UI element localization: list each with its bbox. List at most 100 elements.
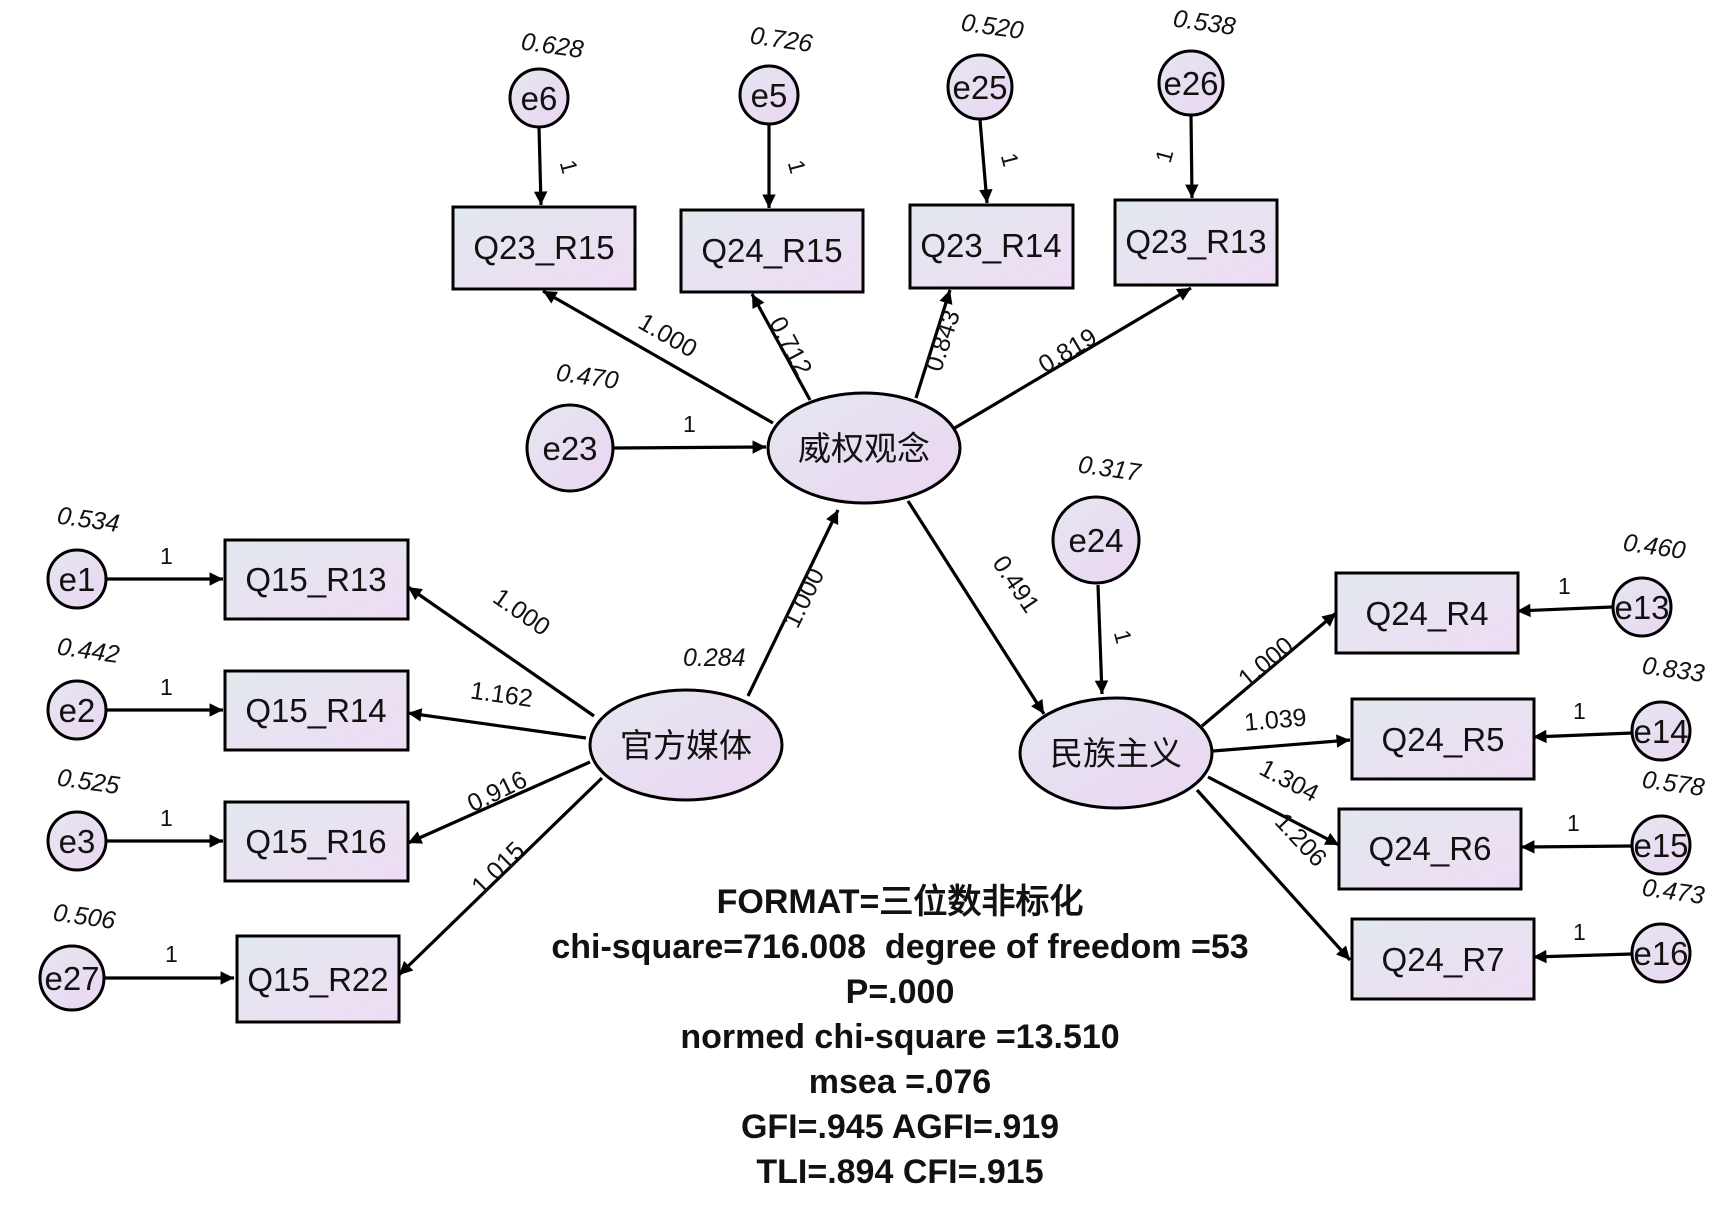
edge-nationalism-Q24_R5 xyxy=(1212,734,1351,753)
variance-e23: 0.470 xyxy=(554,359,620,395)
edge-media-Q15_R14 xyxy=(407,708,587,740)
fixed-e27: 1 xyxy=(165,941,178,967)
indicator-Q24_R5: Q24_R5 xyxy=(1350,697,1536,781)
edge-authority-Q24_R15 xyxy=(750,293,812,401)
edge-authority-Q23_R15 xyxy=(542,289,774,425)
edge-nationalism-Q24_R6 xyxy=(1207,775,1340,847)
variance-e26: 0.538 xyxy=(1171,5,1237,41)
error-e6: e6 xyxy=(508,67,570,129)
fit-format: FORMAT=三位数非标化 xyxy=(716,883,1084,921)
fit-normed-chi-square: normed chi-square =13.510 xyxy=(680,1018,1120,1056)
error-e24: e24 xyxy=(1051,495,1141,585)
edge-authority-nationalism xyxy=(906,500,1046,715)
label-Q24_R6: Q24_R6 xyxy=(1369,830,1492,867)
edge-e26-Q23_R13 xyxy=(1185,114,1199,199)
fit-p-value: P=.000 xyxy=(845,973,955,1011)
loading-Q15_R16: 0.916 xyxy=(463,765,532,818)
fixed-e24: 1 xyxy=(1109,627,1137,646)
label-e5: e5 xyxy=(751,77,788,114)
label-e6: e6 xyxy=(521,80,558,117)
edge-e23-authority xyxy=(613,440,767,454)
error-e23: e23 xyxy=(525,403,615,493)
label-e23: e23 xyxy=(542,430,597,467)
indicator-Q23_R13: Q23_R13 xyxy=(1113,198,1279,287)
label-Q23_R15: Q23_R15 xyxy=(473,229,614,266)
edge-e13-Q24_R4 xyxy=(1516,603,1613,618)
label-e15: e15 xyxy=(1633,827,1688,864)
observed-variables: Q23_R15 Q24_R15 Q23_R14 Q23_R13 Q15_R13 … xyxy=(223,198,1536,1024)
label-Q15_R13: Q15_R13 xyxy=(245,561,386,598)
error-e3: e3 xyxy=(46,810,108,872)
fixed-e3: 1 xyxy=(160,805,173,831)
model-fit-statistics: FORMAT=三位数非标化 chi-square=716.008 degree … xyxy=(420,880,1380,1195)
label-Q15_R22: Q15_R22 xyxy=(247,961,388,998)
variance-e3: 0.525 xyxy=(55,764,121,800)
latent-authority: 威权观念 xyxy=(766,391,962,505)
variance-e25: 0.520 xyxy=(959,9,1025,45)
indicator-Q24_R15: Q24_R15 xyxy=(679,208,865,294)
variance-e16: 0.473 xyxy=(1640,874,1706,910)
fixed-e25: 1 xyxy=(996,150,1024,169)
label-Q24_R7: Q24_R7 xyxy=(1382,941,1505,978)
loading-Q24_R15: 0.712 xyxy=(763,312,817,380)
indicator-Q15_R14: Q15_R14 xyxy=(223,669,410,752)
error-e2: e2 xyxy=(46,679,108,741)
latent-nationalism: 民族主义 xyxy=(1018,696,1214,810)
fixed-e16: 1 xyxy=(1573,919,1586,945)
fixed-e15: 1 xyxy=(1567,810,1580,836)
label-e26: e26 xyxy=(1163,65,1218,102)
edge-authority-Q23_R14 xyxy=(914,289,953,399)
edge-authority-Q23_R13 xyxy=(952,286,1192,431)
label-Q15_R16: Q15_R16 xyxy=(245,823,386,860)
variance-e13: 0.460 xyxy=(1621,529,1687,565)
error-e25: e25 xyxy=(946,53,1014,121)
error-e1: e1 xyxy=(46,548,108,610)
latent-variables: 威权观念 官方媒体 民族主义 xyxy=(588,391,1214,810)
fit-gfi-agfi: GFI=.945 AGFI=.919 xyxy=(740,1108,1060,1146)
edge-media-Q15_R16 xyxy=(407,760,591,845)
loading-Q23_R14: 0.843 xyxy=(920,307,966,375)
label-e2: e2 xyxy=(59,692,96,729)
indicator-Q15_R16: Q15_R16 xyxy=(223,800,410,883)
variance-e14: 0.833 xyxy=(1640,652,1706,688)
label-authority: 威权观念 xyxy=(798,429,930,468)
loading-Q24_R4: 1.000 xyxy=(1233,631,1299,693)
loading-Q23_R13: 0.819 xyxy=(1034,323,1102,379)
fixed-weights: 1 1 1 1 1 1 1 1 1 1 1 1 1 1 xyxy=(160,146,1586,967)
edge-e6-Q23_R15 xyxy=(533,126,548,206)
edge-media-Q15_R22 xyxy=(397,776,604,977)
label-Q24_R5: Q24_R5 xyxy=(1382,721,1505,758)
variance-e27: 0.506 xyxy=(51,899,117,935)
indicator-Q24_R6: Q24_R6 xyxy=(1337,807,1523,891)
fit-tli-cfi: TLI=.894 CFI=.915 xyxy=(756,1153,1044,1191)
label-e25: e25 xyxy=(952,69,1007,106)
indicator-Q24_R7: Q24_R7 xyxy=(1350,917,1536,1001)
label-Q23_R13: Q23_R13 xyxy=(1125,223,1266,260)
fit-chi-square: chi-square=716.008 degree of freedom =53 xyxy=(551,928,1249,966)
error-e26: e26 xyxy=(1157,49,1225,117)
error-e5: e5 xyxy=(738,64,800,126)
label-Q23_R14: Q23_R14 xyxy=(920,227,1061,264)
fixed-e23: 1 xyxy=(683,411,696,437)
label-e27: e27 xyxy=(44,960,99,997)
label-e3: e3 xyxy=(59,823,96,860)
fixed-e26: 1 xyxy=(1150,146,1178,165)
indicator-Q23_R14: Q23_R14 xyxy=(908,203,1075,290)
variance-e6: 0.628 xyxy=(519,28,585,64)
edges xyxy=(105,114,1633,985)
error-e27: e27 xyxy=(38,944,106,1012)
edge-e16-Q24_R7 xyxy=(1532,949,1633,964)
error-e13: e13 xyxy=(1611,576,1673,638)
path-authority-nationalism: 0.491 xyxy=(987,551,1045,619)
fixed-e13: 1 xyxy=(1558,573,1571,599)
label-e24: e24 xyxy=(1068,522,1123,559)
edge-e25-Q23_R14 xyxy=(978,119,993,204)
error-e15: e15 xyxy=(1630,814,1692,876)
label-nationalism: 民族主义 xyxy=(1050,734,1182,773)
fixed-e5: 1 xyxy=(783,157,811,176)
edge-media-Q15_R13 xyxy=(407,585,595,718)
variance-e15: 0.578 xyxy=(1640,766,1706,802)
error-terms: e6 e5 e25 e26 e23 e24 e1 e2 xyxy=(38,49,1692,1012)
fixed-e1: 1 xyxy=(160,543,173,569)
